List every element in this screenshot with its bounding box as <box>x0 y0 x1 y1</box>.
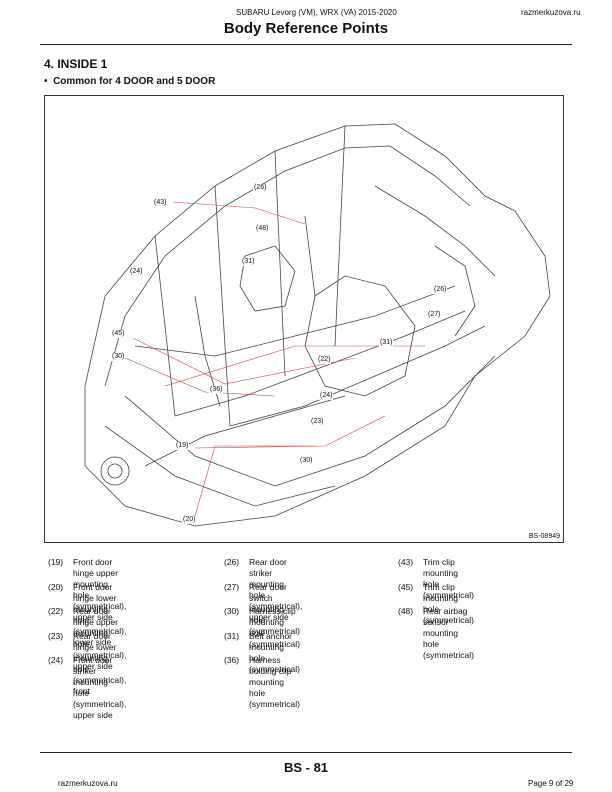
section-subheading: • Common for 4 DOOR and 5 DOOR <box>44 76 216 87</box>
legend-number: (23) <box>48 630 64 641</box>
callout-30-rear: (30) <box>299 457 314 465</box>
footer-site: razmerkuzova.ru <box>58 779 118 788</box>
legend-text: Trim clip mounting hole (symmetrical) <box>423 557 474 600</box>
footer-rule <box>40 752 572 753</box>
page-code: BS - 81 <box>283 760 329 775</box>
page-title: Body Reference Points <box>223 20 389 37</box>
figure-code: BS-08949 <box>528 533 560 540</box>
legend-number: (27) <box>224 581 240 592</box>
callout-22: (22) <box>317 356 332 364</box>
callout-45: (45) <box>111 330 126 338</box>
legend-number: (31) <box>224 630 240 641</box>
legend-text: Belt anchor mounting hole (symmetrical) <box>249 630 300 674</box>
legend-text: Front door hinge lower mounting hole (sy… <box>73 581 127 647</box>
callout-30-front: (30) <box>111 353 126 361</box>
legend-number: (36) <box>224 655 240 665</box>
callout-23: (23) <box>310 418 325 426</box>
legend-text: Trim clip mounting hole (symmetrical) <box>423 581 474 625</box>
legend-number: (45) <box>398 581 414 592</box>
callout-27: (27) <box>427 311 442 319</box>
legend-text: Rear door switch mounting hole (symmetri… <box>249 581 300 636</box>
legend-text: Rear door hinge upper mounting hole (sym… <box>73 606 127 671</box>
header-model: SUBARU Levorg (VM), WRX (VA) 2015-2020 <box>236 8 397 17</box>
callout-36: (36) <box>209 386 224 394</box>
legend-number: (24) <box>48 655 64 665</box>
callout-26-roof: (26) <box>253 184 268 192</box>
legend-number: (20) <box>48 581 64 592</box>
callout-31-upper: (31) <box>241 258 256 266</box>
callout-20: (20) <box>182 516 197 524</box>
callout-43: (43) <box>153 199 168 207</box>
callout-19: (19) <box>175 442 190 450</box>
callout-31-lower: (31) <box>379 339 394 347</box>
callout-24-front: (24) <box>129 268 144 276</box>
legend-text: Front door hinge upper mounting hole (sy… <box>73 557 127 622</box>
legend-number: (30) <box>224 606 240 616</box>
body-diagram: (43) (26) (48) (31) (24) (26) (27) (45) … <box>44 95 564 543</box>
legend-number: (48) <box>398 606 414 616</box>
legend-number: (22) <box>48 606 64 616</box>
legend-text: Rear door hinge lower mounting hole (sym… <box>73 630 127 696</box>
subheading-text: Common for 4 DOOR and 5 DOOR <box>53 76 216 87</box>
section-heading: 4. INSIDE 1 <box>44 57 108 71</box>
legend-text: Harness holding clip mounting hole (symm… <box>249 655 300 709</box>
legend-text: Harness clip mounting hole (symmetrical) <box>249 606 300 649</box>
car-body-drawing <box>84 123 551 527</box>
legend-number: (26) <box>224 557 240 567</box>
callout-48: (48) <box>255 225 270 233</box>
legend-number: (19) <box>48 557 64 567</box>
page-counter: Page 9 of 29 <box>528 779 574 788</box>
legend-number: (43) <box>398 557 414 567</box>
header-site: razmerkuzova.ru <box>521 8 581 17</box>
legend-text: Rear door striker mounting hole (symmetr… <box>249 557 303 622</box>
callout-24-rear: (24) <box>319 392 334 400</box>
legend-text: Front door striker mounting hole (symmet… <box>73 655 127 720</box>
title-rule <box>40 44 572 45</box>
callout-26-rear: (26) <box>433 286 448 294</box>
legend-text: Rear airbag sensor mounting hole (symmet… <box>423 606 474 660</box>
